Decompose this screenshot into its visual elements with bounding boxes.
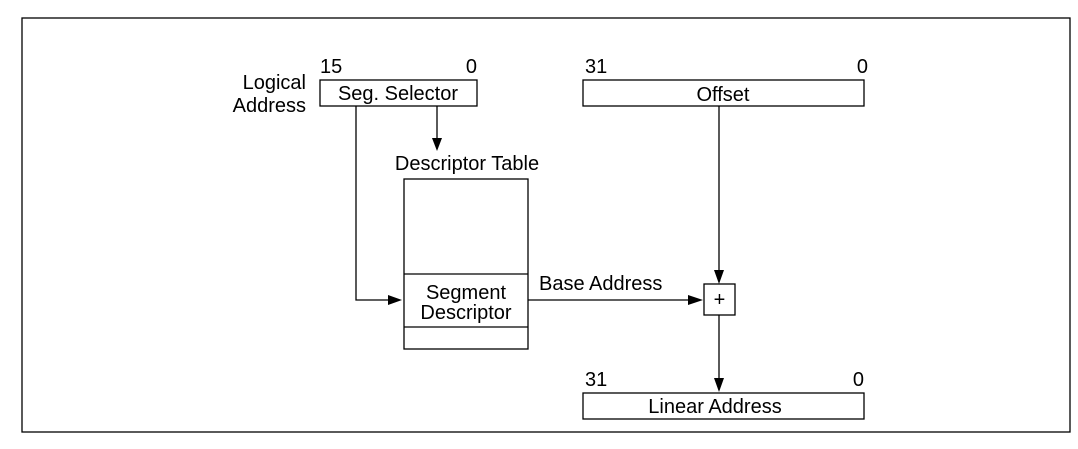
offset-box — [582, 79, 865, 107]
offset-label: Offset — [697, 84, 750, 106]
descriptor-table-title: Descriptor Table — [395, 153, 539, 175]
offset-low-bit: 0 — [857, 56, 868, 78]
adder-to-linear-arrowhead — [714, 378, 724, 392]
adder-box — [703, 283, 736, 316]
logical-address-label-line2: Address — [233, 95, 306, 117]
linear-address-box — [582, 392, 865, 420]
selector-high-bit: 15 — [320, 56, 342, 78]
base-address-arrowhead — [688, 295, 703, 305]
selector-index-arrowhead — [388, 295, 402, 305]
segment-selector-box — [319, 79, 478, 107]
base-address-label: Base Address — [539, 273, 662, 295]
linear-address-label: Linear Address — [648, 396, 781, 418]
linear-address-high-bit: 31 — [585, 369, 607, 391]
segment-descriptor-label-line2: Descriptor — [420, 302, 511, 324]
adder-plus-symbol: + — [714, 289, 726, 311]
figure-frame — [21, 17, 1071, 433]
selector-to-table-arrowhead — [432, 138, 442, 151]
selector-low-bit: 0 — [466, 56, 477, 78]
linear-address-low-bit: 0 — [853, 369, 864, 391]
offset-to-adder-arrowhead — [714, 270, 724, 284]
segment-selector-label: Seg. Selector — [338, 83, 458, 105]
descriptor-table — [403, 178, 529, 350]
selector-index-path — [355, 106, 388, 301]
offset-high-bit: 31 — [585, 56, 607, 78]
segment-descriptor-label-line1: Segment — [426, 282, 506, 304]
logical-address-label-line1: Logical — [243, 72, 306, 94]
